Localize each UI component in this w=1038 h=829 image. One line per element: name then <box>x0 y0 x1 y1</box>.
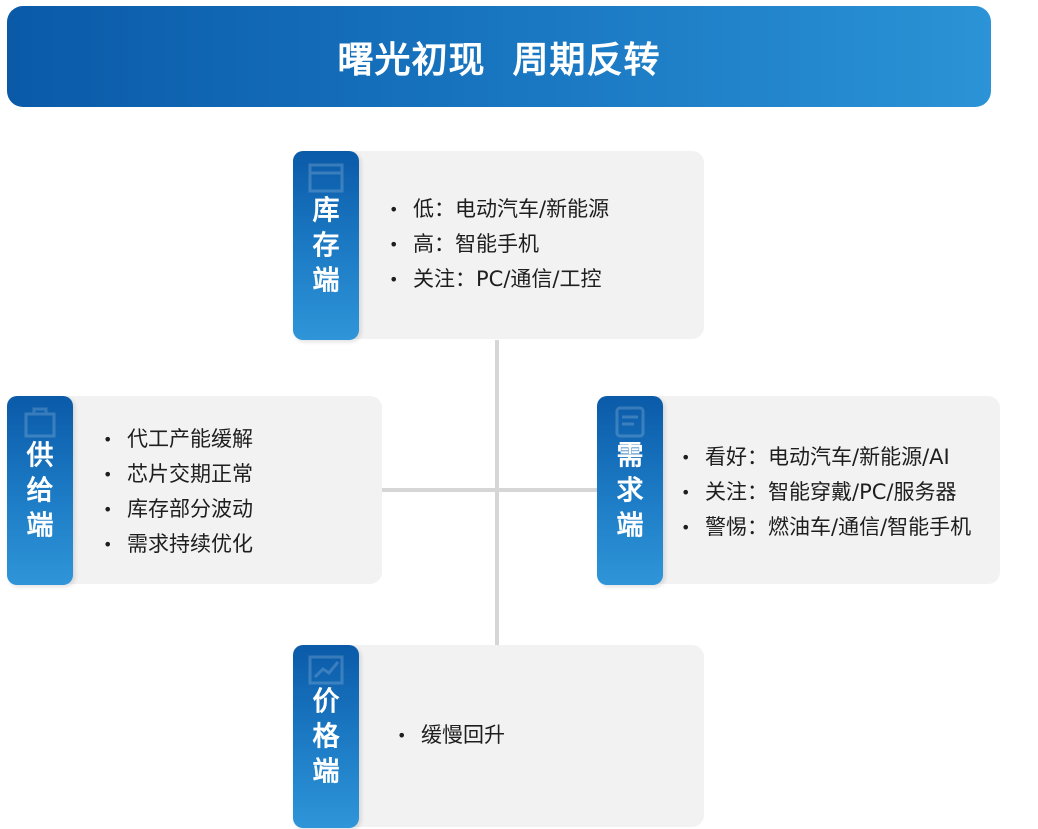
demand-tab: 需 求 端 <box>597 396 663 585</box>
list-item: •库存部分波动 <box>103 497 253 521</box>
list-item: •芯片交期正常 <box>103 462 253 486</box>
connector-vertical <box>495 340 499 646</box>
inventory-list: •低：电动汽车/新能源 •高：智能手机 •关注：PC/通信/工控 <box>385 192 609 297</box>
list-item: •关注：PC/通信/工控 <box>389 267 602 291</box>
list-item: •警惕：燃油车/通信/智能手机 <box>681 515 972 539</box>
list-item: •高：智能手机 <box>389 232 539 256</box>
price-label: 价 格 端 <box>312 686 340 787</box>
price-tab: 价 格 端 <box>293 645 359 828</box>
list-item: •看好：电动汽车/新能源/AI <box>681 445 950 469</box>
title-banner: 曙光初现 周期反转 <box>7 6 991 107</box>
inventory-card <box>300 151 704 339</box>
inventory-label: 库 存 端 <box>312 195 340 296</box>
box-icon <box>308 163 344 193</box>
bag-icon <box>24 407 56 438</box>
price-card <box>300 645 704 827</box>
supply-tab: 供 给 端 <box>7 396 73 585</box>
inventory-tab: 库 存 端 <box>293 151 359 340</box>
list-item: •关注：智能穿戴/PC/服务器 <box>681 480 957 504</box>
supply-list: •代工产能缓解 •芯片交期正常 •库存部分波动 •需求持续优化 <box>99 422 253 562</box>
document-icon <box>615 406 645 438</box>
list-item: •代工产能缓解 <box>103 427 253 451</box>
page-title: 曙光初现 周期反转 <box>337 39 661 81</box>
list-item: •缓慢回升 <box>397 723 505 747</box>
connector-horizontal <box>381 488 598 492</box>
demand-card <box>604 396 1000 584</box>
list-item: •低：电动汽车/新能源 <box>389 197 610 221</box>
price-list: •缓慢回升 <box>393 718 505 753</box>
list-item: •需求持续优化 <box>103 532 253 556</box>
supply-label: 供 给 端 <box>26 440 54 541</box>
supply-card <box>14 396 382 584</box>
chart-trend-icon <box>308 655 344 685</box>
demand-list: •看好：电动汽车/新能源/AI •关注：智能穿戴/PC/服务器 •警惕：燃油车/… <box>677 440 971 545</box>
demand-label: 需 求 端 <box>616 440 644 541</box>
